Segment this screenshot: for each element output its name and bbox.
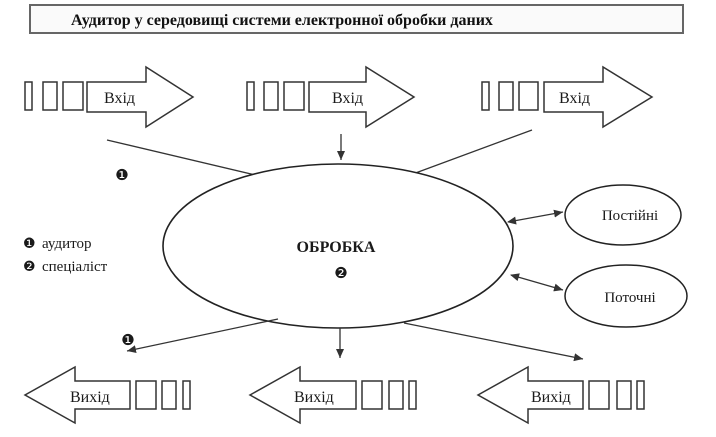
input-label-3: Вхід — [559, 90, 590, 107]
input-block-3: Вхід — [481, 65, 654, 129]
diagram-title: Аудитор у середовищі системи електронної… — [71, 12, 493, 29]
processing-label: ОБРОБКА — [297, 239, 376, 256]
input-block-2: Вхід — [246, 65, 416, 129]
output-label-3: Вихід — [531, 389, 571, 406]
processing-specialist-marker: ❷ — [334, 264, 347, 282]
legend-auditor-marker: ❶ — [23, 236, 36, 252]
legend-specialist-marker: ❷ — [23, 259, 36, 275]
input-label-2: Вхід — [332, 90, 363, 107]
input-arrow-1 — [86, 65, 195, 129]
output-block-3: Вихід — [476, 365, 645, 425]
input-arrow-2 — [308, 65, 416, 129]
connector-output-3 — [403, 322, 584, 362]
title-box: Аудитор у середовищі системи електронної… — [29, 4, 684, 34]
permanent-files-label: Постійні — [602, 208, 658, 224]
output-block-2: Вихід — [248, 365, 417, 425]
auditor-marker-output: ❶ — [121, 331, 134, 349]
legend-auditor-label: аудитор — [42, 236, 91, 252]
connector-output-1 — [126, 318, 279, 354]
output-arrow-1 — [23, 365, 131, 425]
output-block-1: Вихід — [23, 365, 191, 425]
output-arrow-3 — [476, 365, 584, 425]
connector-permanent-files — [507, 209, 564, 225]
input-label-1: Вхід — [104, 90, 135, 107]
auditor-marker-input: ❶ — [115, 166, 128, 184]
permanent-files-ellipse — [564, 184, 682, 246]
current-files-ellipse — [564, 264, 688, 328]
output-label-2: Вихід — [294, 389, 334, 406]
connector-input-3 — [401, 129, 533, 179]
connector-current-files — [510, 273, 564, 292]
input-block-1: Вхід — [24, 65, 195, 129]
output-label-1: Вихід — [70, 389, 110, 406]
legend-specialist-label: спеціаліст — [42, 259, 108, 275]
output-arrow-2 — [248, 365, 357, 425]
processing-ellipse — [162, 163, 514, 329]
input-arrow-3 — [543, 65, 654, 129]
legend: ❶ аудитор ❷ спеціаліст — [23, 236, 108, 275]
connector-input-1 — [106, 139, 269, 180]
current-files-label: Поточні — [604, 290, 655, 306]
